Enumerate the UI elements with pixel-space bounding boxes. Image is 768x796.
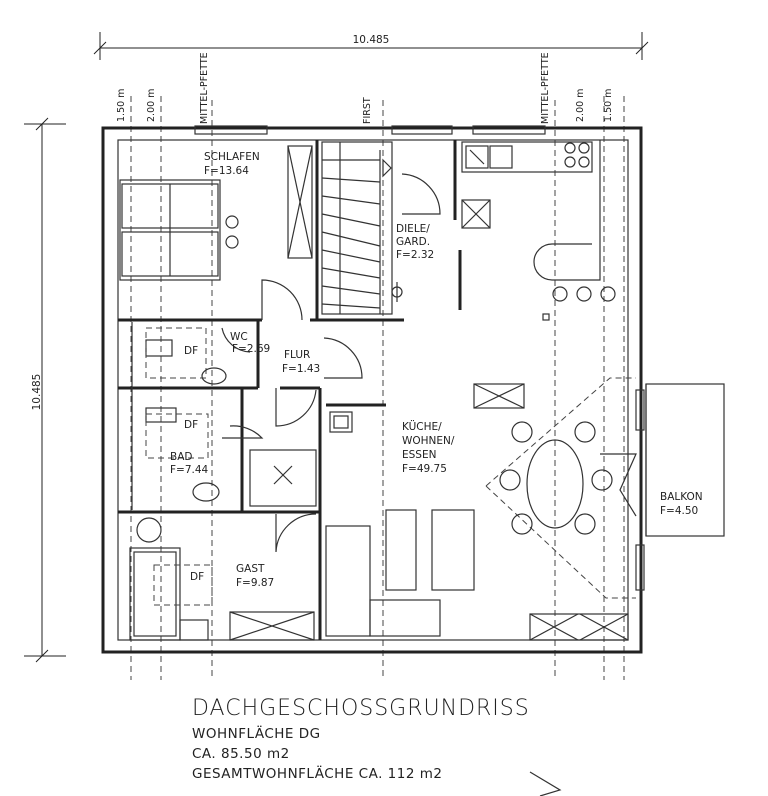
room-schlafen-name: SCHLAFEN — [204, 151, 260, 163]
mark-3: MITTEL-PFETTE — [199, 52, 210, 124]
room-bad-name: BAD — [170, 451, 192, 463]
mark-6: 2.00 m — [575, 89, 586, 122]
room-balkon-area: F=4.50 — [660, 505, 698, 517]
plan-subtitle-3: GESAMTWOHNFLÄCHE CA. 112 m2 — [192, 766, 443, 782]
df-label-gast: DF — [190, 571, 204, 583]
bathroom-fixtures — [145, 327, 353, 507]
room-schlafen-area: F=13.64 — [204, 165, 249, 177]
room-diele-name2: GARD. — [396, 236, 430, 248]
mark-2: 2.00 m — [146, 89, 157, 122]
height-dimension-label: 10.485 — [31, 374, 43, 411]
balcony — [645, 383, 725, 537]
room-flur-name: FLUR — [284, 349, 310, 361]
room-wc-area: F=2.69 — [232, 343, 270, 355]
room-kueche-name3: ESSEN — [402, 449, 436, 461]
room-wc-name: WC — [230, 331, 248, 343]
plan-subtitle-1: WOHNFLÄCHE DG — [192, 726, 321, 742]
room-gast-area: F=9.87 — [236, 577, 274, 589]
plan-title: DACHGESCHOSSGRUNDRISS — [192, 696, 530, 721]
doors — [221, 173, 441, 553]
df-label-bad: DF — [184, 419, 198, 431]
interior-walls — [118, 140, 462, 640]
room-gast-name: GAST — [236, 563, 265, 575]
mark-7: 1.50 m — [603, 89, 614, 122]
room-labels: SCHLAFEN F=13.64 DIELE/ GARD. F=2.32 WC … — [170, 151, 703, 589]
dining-area — [325, 377, 637, 641]
left-dimension: 10.485 — [24, 117, 66, 663]
guest-room-furniture — [129, 517, 315, 641]
outer-walls — [101, 126, 643, 654]
room-bad-area: F=7.44 — [170, 464, 209, 476]
title-block: DACHGESCHOSSGRUNDRISS WOHNFLÄCHE DG CA. … — [192, 694, 652, 784]
mark-1: 1.50 m — [116, 89, 127, 122]
width-dimension-label: 10.485 — [353, 34, 390, 46]
kitchen-fixtures — [461, 140, 616, 409]
bedroom-furniture — [119, 145, 313, 281]
room-balkon-name: BALKON — [660, 491, 703, 503]
room-flur-area: F=1.43 — [282, 363, 320, 375]
room-kueche-name2: WOHNEN/ — [402, 435, 455, 447]
room-diele-name: DIELE/ — [396, 223, 430, 235]
plan-subtitle-2: CA. 85.50 m2 — [192, 746, 290, 762]
windows — [194, 125, 645, 591]
room-diele-area: F=2.32 — [396, 249, 434, 261]
staircase — [321, 141, 403, 315]
room-kueche-name: KÜCHE/ — [402, 420, 442, 433]
north-arrow — [529, 771, 562, 796]
mark-5: MITTEL-PFETTE — [540, 52, 551, 124]
room-kueche-area: F=49.75 — [402, 463, 447, 475]
mark-4: FIRST — [362, 97, 373, 124]
df-label-wc: DF — [184, 345, 198, 357]
top-dimension: 10.485 — [93, 32, 649, 60]
